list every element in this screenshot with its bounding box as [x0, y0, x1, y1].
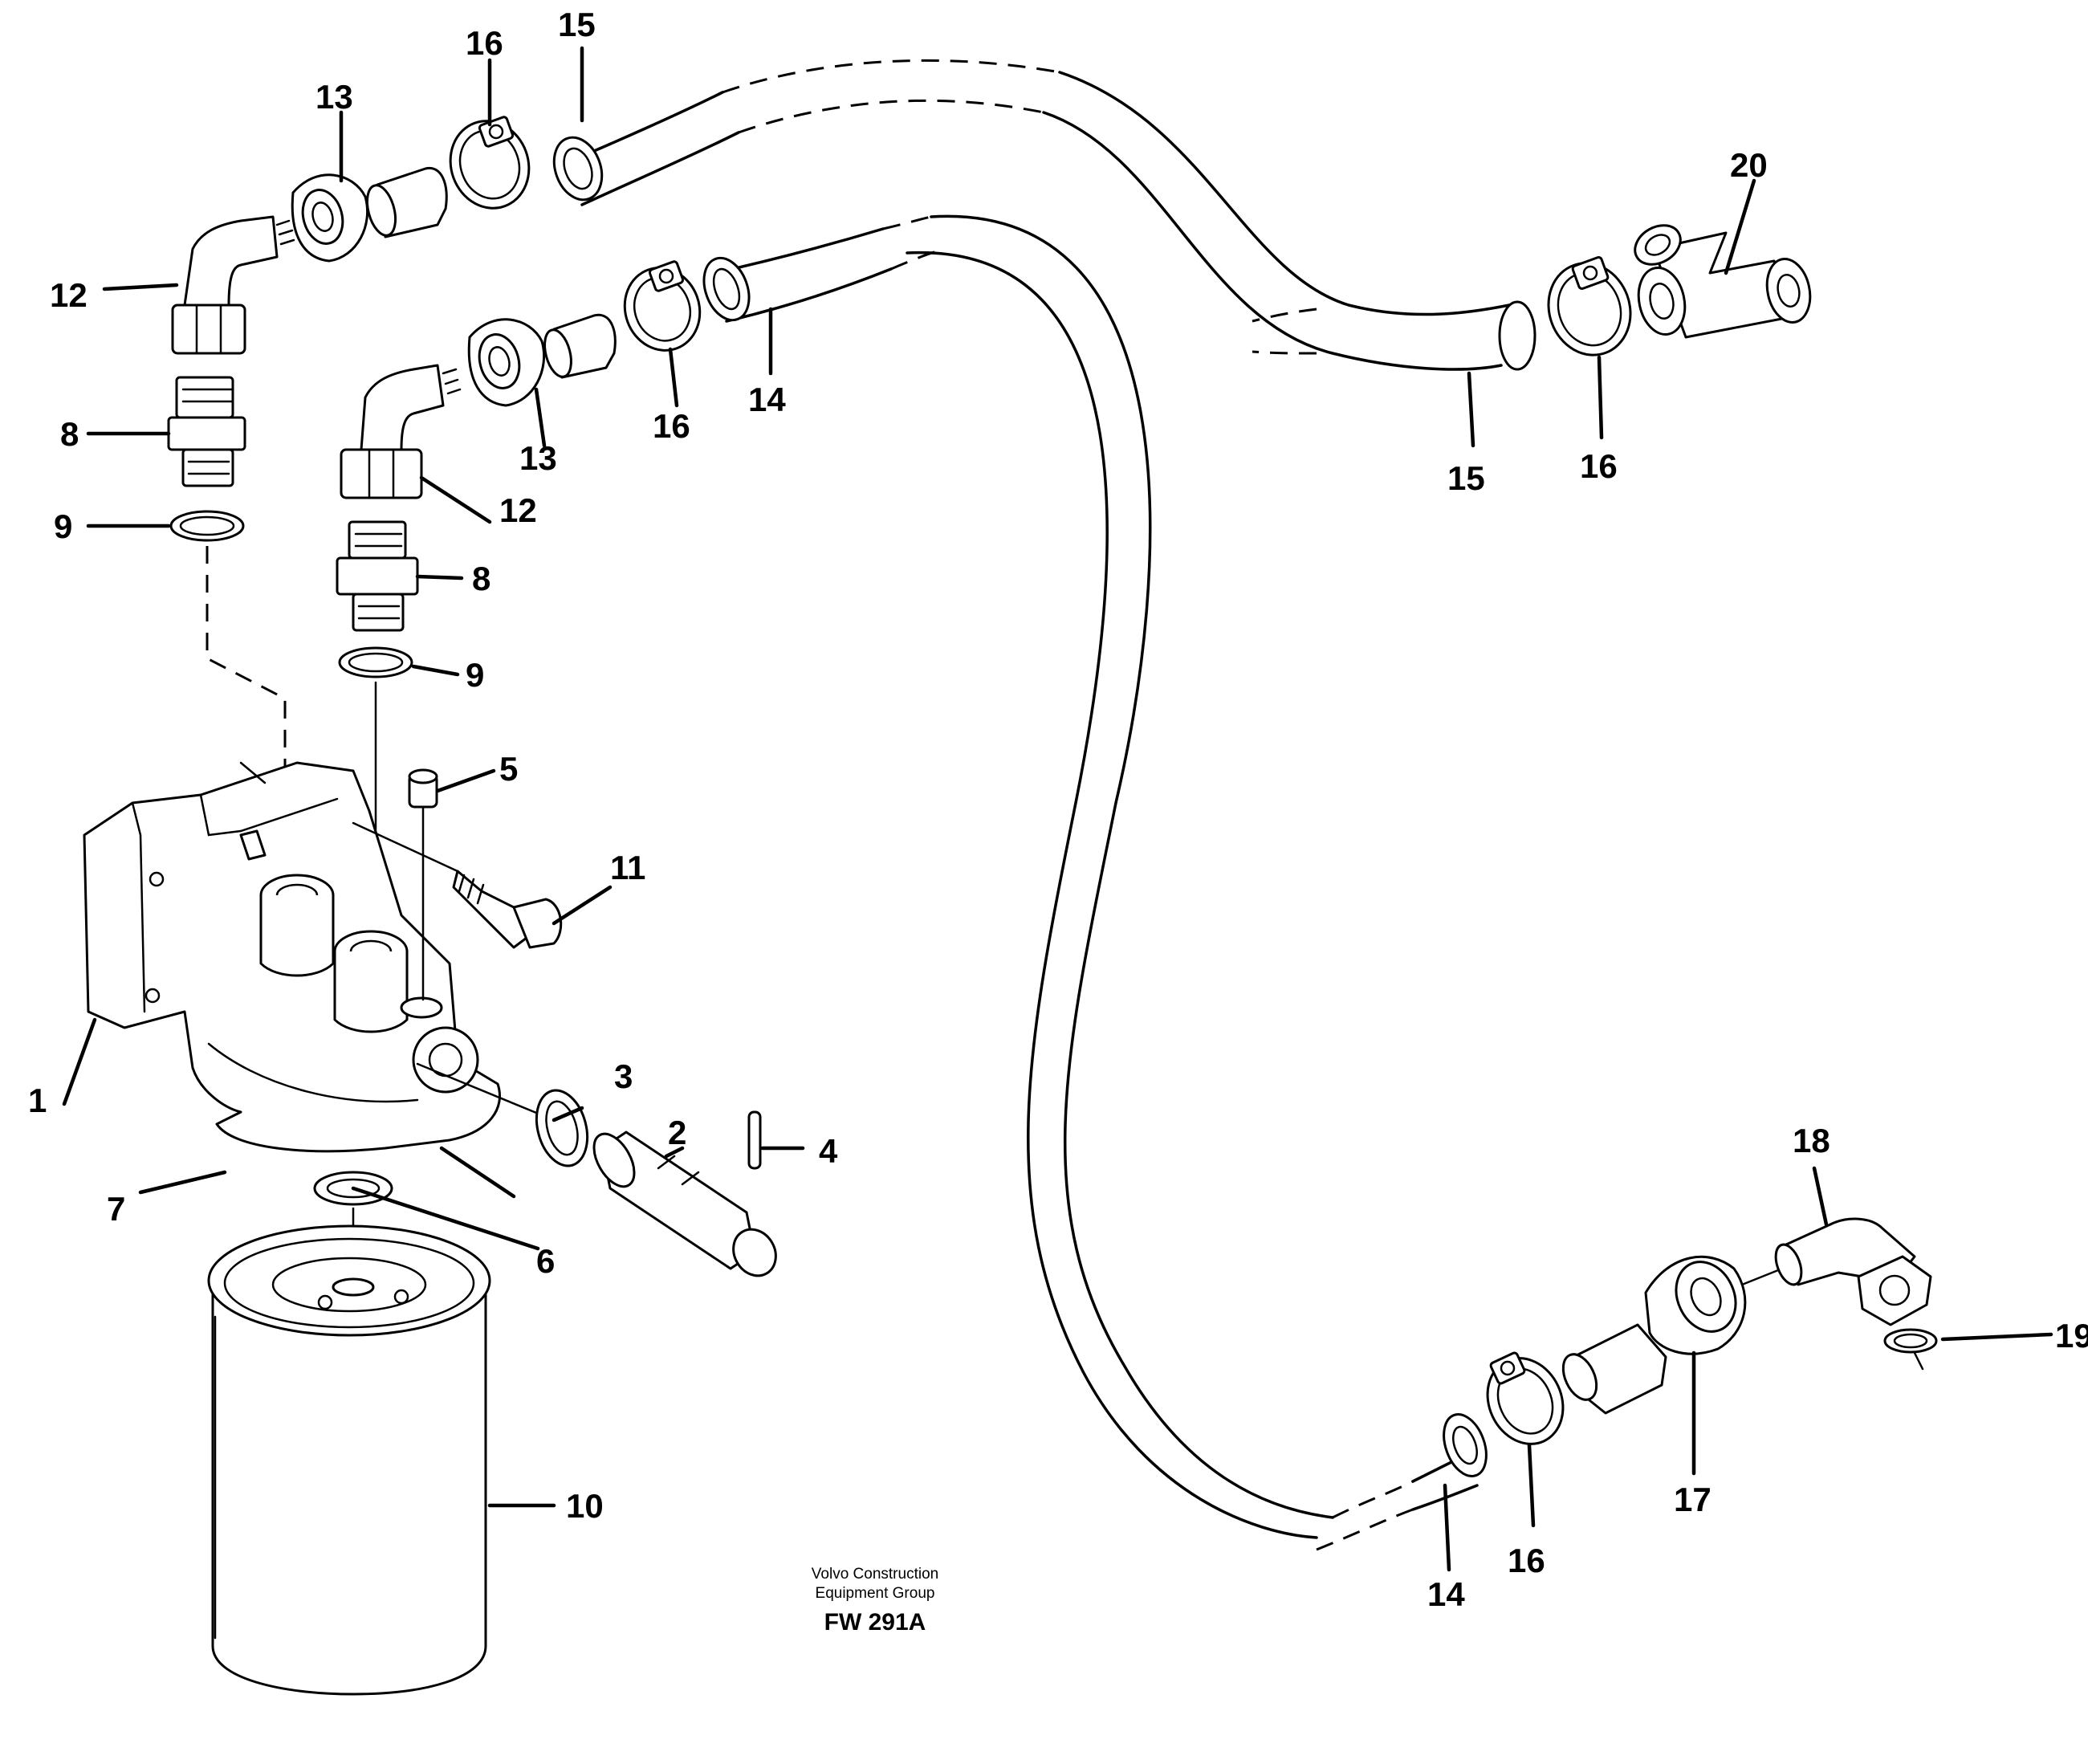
callout-5: 5 [499, 750, 518, 788]
callout-2: 2 [668, 1114, 686, 1151]
callout-16-middle: 16 [653, 407, 690, 445]
nipple-upper [365, 166, 448, 238]
callout-17: 17 [1674, 1481, 1712, 1518]
assembly-line-upper [206, 546, 287, 859]
assembly-line-valve [416, 1062, 556, 1122]
callout-20: 20 [1730, 146, 1768, 184]
leader-lines [62, 46, 2053, 1572]
callout-18: 18 [1793, 1122, 1830, 1159]
callout-14-lower: 14 [1427, 1575, 1465, 1613]
adapter-8-lower [336, 520, 419, 632]
oil-filter-10 [207, 1224, 491, 1696]
elbow-fitting-12-upper [171, 215, 295, 355]
callout-15-upper: 15 [558, 6, 596, 43]
hose-clamp-16-bottom [1486, 1351, 1565, 1445]
plug-5 [408, 768, 438, 1001]
elbow-fitting-18 [1774, 1217, 1932, 1326]
callout-13-upper: 13 [315, 78, 353, 116]
hose-clamp-16-right [1547, 256, 1632, 356]
credit-line-2: Equipment Group [816, 1585, 935, 1602]
callout-16-right: 16 [1580, 447, 1618, 485]
nipple-lower [543, 313, 617, 379]
callout-11: 11 [610, 849, 645, 886]
callout-8-lower: 8 [472, 560, 490, 597]
callout-6: 6 [536, 1242, 555, 1280]
callout-3: 3 [614, 1057, 633, 1095]
filter-head-1 [83, 761, 501, 1153]
callout-4: 4 [819, 1132, 838, 1170]
callout-14-upper: 14 [748, 381, 786, 418]
callout-12-lower: 12 [499, 491, 537, 529]
callout-8-upper: 8 [60, 415, 79, 453]
sealing-ring-9-lower [338, 646, 413, 678]
callout-9-lower: 9 [466, 656, 484, 694]
assembly-line-bottom [1740, 1267, 1784, 1286]
o-ring-3 [535, 1089, 589, 1167]
drawing-number: FW 291A [824, 1609, 926, 1636]
sealing-ring-19 [1883, 1328, 1938, 1354]
callout-1: 1 [28, 1082, 47, 1119]
union-nut-13-lower [467, 318, 546, 407]
callout-12-upper: 12 [50, 276, 88, 314]
pin-4 [747, 1110, 762, 1170]
callout-16-bottom: 16 [1508, 1542, 1545, 1579]
hose-clamp-16-lower [623, 260, 702, 352]
union-nut-17 [1644, 1255, 1747, 1355]
sealing-ring-9-upper [169, 510, 245, 542]
nipple-bottom [1561, 1323, 1667, 1415]
callout-16-top: 16 [466, 24, 503, 62]
screw-11 [352, 821, 563, 949]
hose-clamp-16-upper [449, 116, 531, 210]
credit-line-1: Volvo Construction [812, 1566, 938, 1583]
callout-15-lower: 15 [1447, 459, 1485, 497]
adapter-8-upper [167, 376, 246, 487]
union-nut-13-upper [291, 173, 369, 263]
callout-10: 10 [566, 1487, 604, 1525]
assembly-line-19 [1913, 1351, 1924, 1371]
callout-9-upper: 9 [54, 507, 72, 545]
callout-13-lower: 13 [519, 439, 557, 477]
callout-7: 7 [107, 1190, 125, 1228]
tee-fitting-20 [1634, 224, 1812, 339]
callout-19: 19 [2055, 1317, 2088, 1355]
elbow-fitting-12-lower [340, 364, 462, 499]
hose-14 [702, 214, 1488, 1551]
valve-piston-2 [592, 1131, 777, 1277]
hose-15 [552, 59, 1536, 371]
